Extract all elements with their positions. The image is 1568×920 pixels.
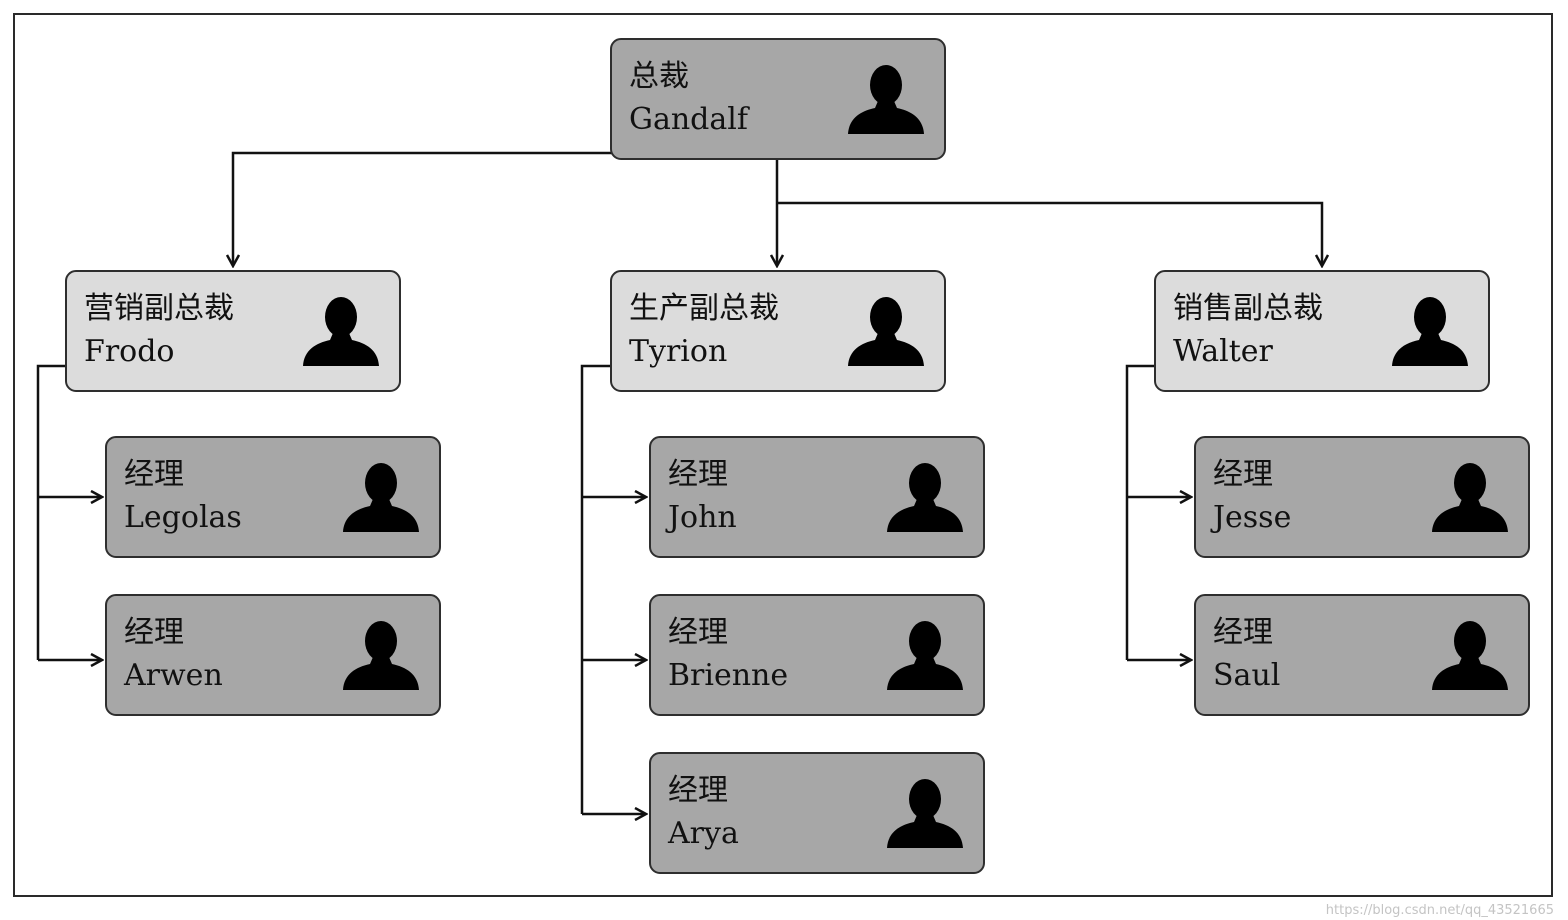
node-name: Jesse — [1213, 500, 1292, 535]
node-title: 经理 — [668, 615, 728, 650]
person-silhouette-icon — [887, 621, 963, 690]
person-silhouette-icon — [1432, 621, 1508, 690]
node-title: 经理 — [668, 773, 728, 808]
manager-node-arwen: 经理 Arwen — [105, 594, 441, 716]
node-title: 经理 — [124, 615, 184, 650]
person-silhouette-icon — [303, 297, 379, 366]
manager-node-arya: 经理 Arya — [649, 752, 985, 874]
node-name: Frodo — [84, 334, 175, 369]
vp-sales-trunk — [1125, 364, 1156, 660]
node-name: Arwen — [124, 658, 223, 693]
node-name: Legolas — [124, 500, 242, 535]
manager-node-legolas: 经理 Legolas — [105, 436, 441, 558]
node-name: Brienne — [668, 658, 789, 693]
node-title: 经理 — [1213, 615, 1273, 650]
vp-production-trunk — [580, 364, 612, 814]
vp-marketing-trunk — [36, 364, 67, 660]
person-silhouette-icon — [1432, 463, 1508, 532]
node-title: 生产副总裁 — [629, 291, 779, 326]
ceo-to-vp-marketing-line — [233, 151, 612, 266]
node-title: 经理 — [1213, 457, 1273, 492]
node-title: 经理 — [668, 457, 728, 492]
person-silhouette-icon — [343, 621, 419, 690]
watermark: https://blog.csdn.net/qq_43521665 — [1325, 903, 1554, 918]
manager-node-brienne: 经理 Brienne — [649, 594, 985, 716]
person-silhouette-icon — [887, 463, 963, 532]
vp-marketing-node: 营销副总裁 Frodo — [65, 270, 401, 392]
node-title: 销售副总裁 — [1173, 291, 1323, 326]
manager-node-john: 经理 John — [649, 436, 985, 558]
person-silhouette-icon — [887, 779, 963, 848]
person-silhouette-icon — [343, 463, 419, 532]
node-name: Saul — [1213, 658, 1281, 693]
person-silhouette-icon — [848, 65, 924, 134]
node-name: Tyrion — [629, 334, 728, 369]
vp-production-node: 生产副总裁 Tyrion — [610, 270, 946, 392]
node-name: Arya — [668, 816, 739, 851]
node-name: Gandalf — [629, 102, 748, 137]
diagram-frame — [13, 13, 1553, 897]
manager-node-jesse: 经理 Jesse — [1194, 436, 1530, 558]
node-name: Walter — [1173, 334, 1273, 369]
ceo-to-vp-sales-line — [777, 201, 1322, 266]
node-name: John — [668, 500, 737, 535]
node-title: 总裁 — [629, 59, 689, 94]
manager-node-saul: 经理 Saul — [1194, 594, 1530, 716]
person-silhouette-icon — [1392, 297, 1468, 366]
node-title: 经理 — [124, 457, 184, 492]
vp-sales-node: 销售副总裁 Walter — [1154, 270, 1490, 392]
person-silhouette-icon — [848, 297, 924, 366]
ceo-node: 总裁 Gandalf — [610, 38, 946, 160]
node-title: 营销副总裁 — [84, 291, 234, 326]
